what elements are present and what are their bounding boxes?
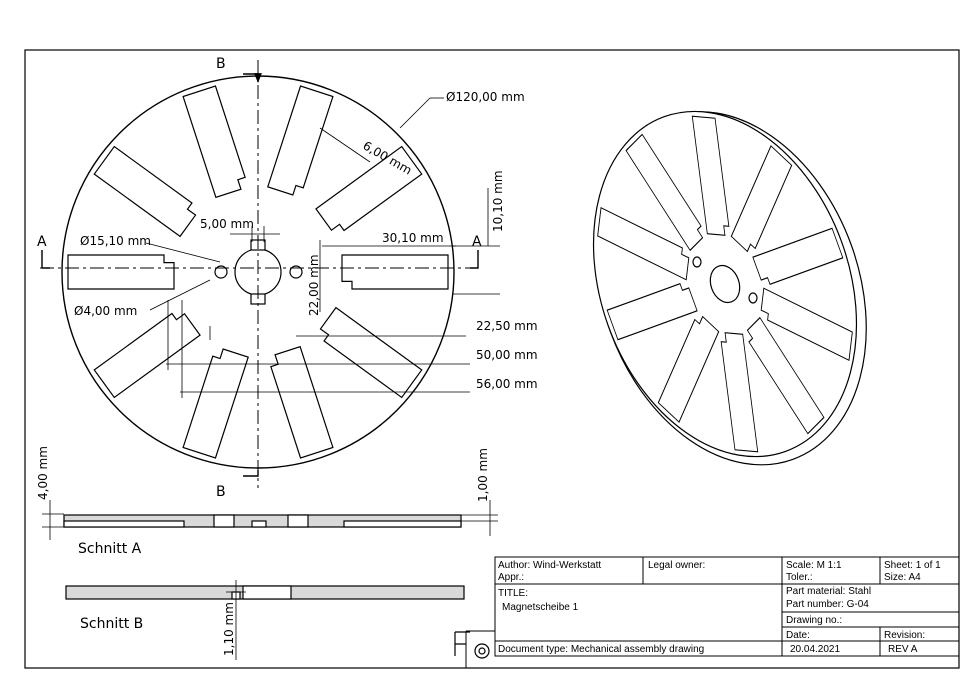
dim-56: 56,00 mm (476, 377, 538, 391)
front-view (40, 60, 478, 488)
dim-1-10: 1,10 mm (222, 602, 236, 656)
magnet-slot-5 (93, 312, 201, 399)
dim-30-10: 30,10 mm (382, 231, 444, 245)
magnet-slots (67, 85, 449, 459)
mount-hole-left (214, 265, 228, 279)
iso-mount-hole-left (692, 256, 702, 268)
iso-magnet-slots (597, 115, 853, 453)
iso-magnet-slot-9 (691, 115, 730, 236)
title-block-text: Author: Wind-Werkstatt Appr.: Legal owne… (498, 560, 941, 655)
iso-magnet-slot-4 (720, 332, 759, 453)
dim-outer-diameter: Ø120,00 mm (446, 90, 525, 104)
tb-revision-value: REV A (888, 644, 918, 655)
mount-hole-right (289, 265, 303, 279)
isometric-view (592, 110, 867, 466)
magnet-slot-2 (319, 306, 423, 399)
magnet-slot-10 (315, 145, 423, 232)
magnet-slot-1 (341, 254, 449, 290)
tb-document-type: Document type: Mechanical assembly drawi… (498, 644, 704, 655)
tb-size: Size: A4 (884, 572, 921, 583)
tb-date-value: 20.04.2021 (790, 644, 840, 655)
section-a-label: Schnitt A (78, 541, 142, 557)
iso-mount-hole-right (748, 292, 758, 304)
magnet-slot-8 (182, 85, 246, 199)
iso-magnet-slot-5 (657, 315, 720, 423)
tb-revision-label: Revision: (884, 630, 925, 641)
title-block (465, 556, 960, 668)
section-markers (41, 73, 479, 477)
dimension-lines (145, 97, 500, 398)
section-a-view (42, 500, 498, 540)
logo-icon (454, 631, 490, 659)
magnet-slot-4 (182, 348, 249, 459)
tb-date-label: Date: (786, 630, 810, 641)
magnet-slot-3 (270, 345, 334, 459)
iso-magnet-slot-1 (752, 227, 844, 286)
tb-part-material: Part material: Stahl (786, 586, 871, 597)
dim-10-10: 10,10 mm (491, 170, 505, 232)
dim-1-00: 1,00 mm (476, 448, 490, 502)
section-mark-a-left: A (37, 234, 47, 250)
section-mark-a-right: A (472, 234, 482, 250)
iso-magnet-slot-10 (730, 145, 793, 253)
dim-50: 50,00 mm (476, 348, 538, 362)
magnet-slot-6 (67, 254, 175, 290)
tb-title-value: Magnetscheibe 1 (502, 602, 579, 613)
dim-22-00: 22,00 mm (307, 254, 321, 316)
sheet-border (24, 49, 960, 669)
magnet-slot-7 (93, 145, 197, 238)
tb-toler: Toler.: (786, 572, 813, 583)
iso-magnet-slot-3 (746, 316, 825, 435)
section-b-label: Schnitt B (80, 616, 143, 632)
tb-sheet: Sheet: 1 of 1 (884, 560, 941, 571)
section-b-view (65, 580, 465, 660)
section-mark-b-bottom: B (216, 484, 226, 500)
tb-legal-owner: Legal owner: (648, 560, 705, 571)
tb-part-number: Part number: G-04 (786, 599, 869, 610)
tb-author: Author: Wind-Werkstatt (498, 560, 601, 571)
dim-dia-15-10: Ø15,10 mm (80, 234, 151, 248)
dim-4-00: 4,00 mm (36, 446, 50, 500)
iso-hub-bore (709, 264, 741, 304)
tb-drawing-no: Drawing no.: (786, 615, 842, 626)
tb-appr: Appr.: (498, 572, 524, 583)
tb-title-label: TITLE: (498, 588, 528, 599)
dim-5: 5,00 mm (200, 217, 254, 231)
iso-magnet-slot-8 (625, 133, 704, 252)
iso-magnet-slot-7 (597, 206, 690, 281)
dim-22-50: 22,50 mm (476, 319, 538, 333)
iso-magnet-slot-6 (606, 282, 698, 341)
tb-scale: Scale: M 1:1 (786, 560, 842, 571)
magnet-slot-9 (267, 85, 334, 196)
section-mark-b-top: B (216, 56, 226, 72)
iso-disc-front (592, 110, 858, 458)
iso-magnet-slot-2 (760, 287, 853, 362)
dim-dia-4: Ø4,00 mm (74, 304, 137, 318)
